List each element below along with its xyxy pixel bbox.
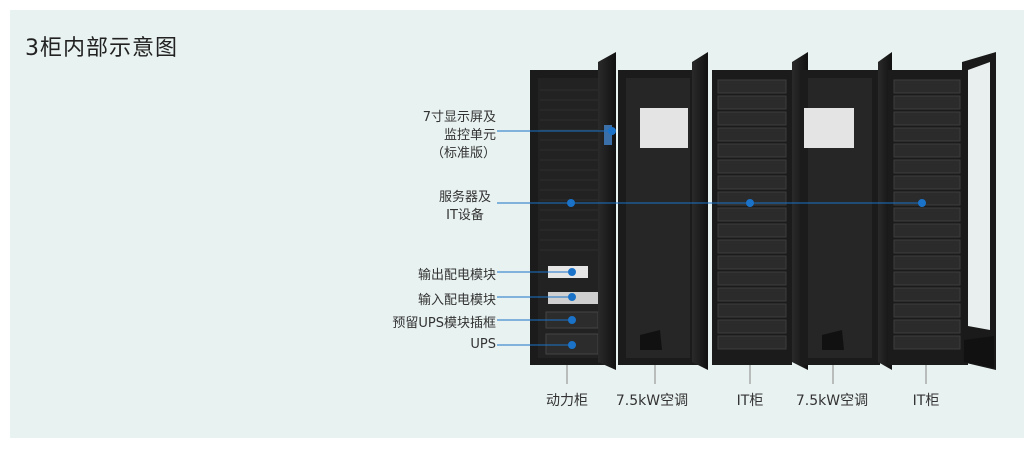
power-cabinet-grille	[540, 89, 600, 251]
callout-dot-input-pdu	[568, 293, 576, 301]
label-ac2: 7.5kW空调	[795, 393, 869, 409]
label-ac1: 7.5kW空调	[615, 393, 689, 409]
power-cabinet-door	[598, 52, 616, 370]
ac2-unit	[804, 108, 854, 148]
label-display-line1: 7寸显示屏及	[422, 110, 496, 125]
label-output-pdu: 输出配电模块	[417, 268, 496, 283]
label-power-cabinet: 动力柜	[546, 393, 588, 409]
label-display-line2: 监控单元	[443, 128, 496, 143]
it2-glass-pane	[968, 62, 990, 330]
label-it2: IT柜	[912, 393, 940, 409]
page-title: 3柜内部示意图	[25, 36, 178, 61]
it1-cabinet	[712, 70, 792, 365]
label-input-pdu: 输入配电模块	[417, 293, 496, 308]
ac2-cabinet	[800, 70, 880, 365]
display-screen	[604, 125, 612, 145]
it2-cabinet	[888, 70, 968, 365]
label-ups-slot: 预留UPS模块插框	[392, 316, 496, 331]
callout-dot-ups	[568, 341, 576, 349]
label-server-line2: IT设备	[446, 208, 484, 223]
power-cabinet	[530, 70, 610, 365]
bottom-ticks	[566, 365, 927, 384]
ac1-cabinet	[618, 70, 698, 365]
callout-dot-ups-slot	[568, 316, 576, 324]
label-display-line3: （标准版）	[430, 146, 496, 161]
callout-lines	[497, 127, 926, 349]
label-ups: UPS	[470, 337, 496, 352]
label-server-line1: 服务器及	[438, 190, 491, 205]
callout-dot-server-3	[918, 199, 926, 207]
callout-dot-server-1	[567, 199, 575, 207]
callout-dot-display	[608, 127, 616, 135]
label-it1: IT柜	[736, 393, 764, 409]
callout-dot-server-2	[746, 199, 754, 207]
ac1-unit	[640, 108, 688, 148]
ac1-door	[692, 52, 708, 370]
callout-dot-output-pdu	[568, 268, 576, 276]
